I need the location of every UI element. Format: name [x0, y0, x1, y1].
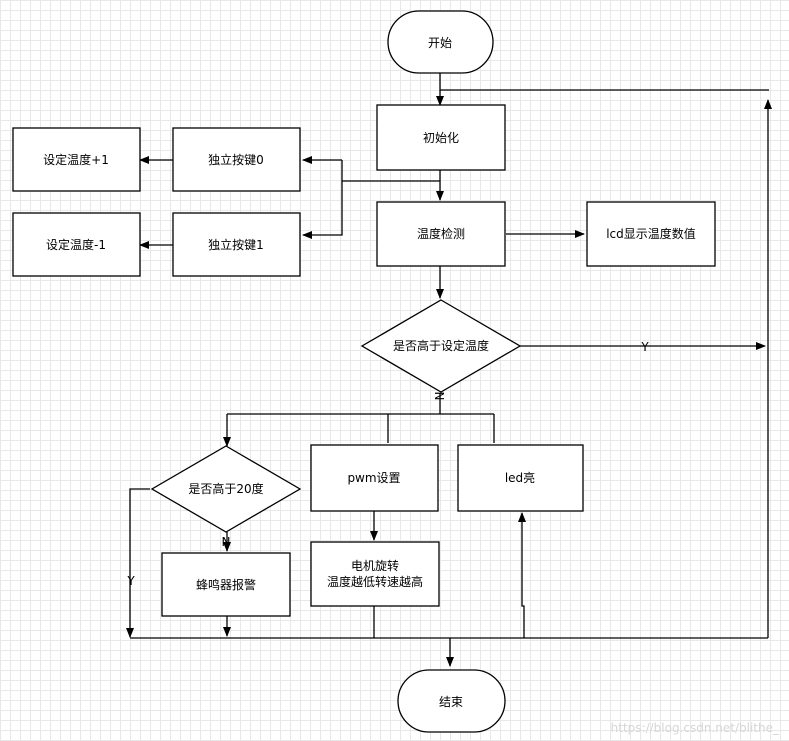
buzzer-label: 蜂鸣器报警: [196, 577, 256, 592]
start-label: 开始: [428, 36, 452, 50]
edges: [126, 73, 772, 667]
buzzer-node[interactable]: 蜂鸣器报警: [161, 552, 291, 617]
edge-label-yes-right: Y: [640, 340, 649, 354]
led-node[interactable]: led亮: [457, 444, 584, 512]
key0-node[interactable]: 独立按键0: [172, 127, 301, 192]
key1-node[interactable]: 独立按键1: [172, 212, 301, 277]
edge-bottom-led: [518, 512, 526, 638]
led-label: led亮: [505, 470, 535, 485]
decision-set-node[interactable]: 是否高于设定温度: [360, 299, 522, 393]
edge-d20-yes: [126, 488, 150, 638]
start-node[interactable]: 开始: [387, 10, 494, 74]
temp-minus-node[interactable]: 设定温度-1: [12, 212, 141, 277]
init-label: 初始化: [423, 131, 459, 145]
decision-set-label: 是否高于设定温度: [393, 338, 489, 353]
temp-plus-label: 设定温度+1: [43, 152, 109, 167]
motor-label-line1: 电机旋转: [351, 558, 399, 573]
edge-label-yes-left: Y: [126, 574, 135, 588]
edge-label-no-main: N: [432, 392, 446, 401]
detect-label: 温度检测: [417, 226, 465, 241]
decision-20-label: 是否高于20度: [188, 481, 263, 496]
pwm-label: pwm设置: [347, 471, 400, 485]
decision-20-node[interactable]: 是否高于20度: [150, 445, 302, 533]
motor-node[interactable]: 电机旋转 温度越低转速越高: [310, 541, 440, 607]
edge-label-no-20: N: [222, 535, 231, 549]
pwm-node[interactable]: pwm设置: [310, 444, 439, 512]
temp-minus-label: 设定温度-1: [46, 237, 106, 252]
edge-branch-key1: [302, 181, 343, 239]
end-label: 结束: [439, 695, 463, 709]
lcd-node[interactable]: lcd显示温度数值: [586, 201, 716, 267]
motor-label-line2: 温度越低转速越高: [327, 574, 423, 589]
watermark-text: https://blog.csdn.net/blithe_: [610, 721, 779, 735]
detect-node[interactable]: 温度检测: [376, 201, 506, 267]
key0-label: 独立按键0: [208, 152, 264, 167]
end-node[interactable]: 结束: [397, 669, 506, 733]
lcd-label: lcd显示温度数值: [606, 226, 696, 241]
key1-label: 独立按键1: [208, 237, 264, 252]
init-node[interactable]: 初始化: [376, 104, 506, 171]
temp-plus-node[interactable]: 设定温度+1: [12, 127, 141, 192]
